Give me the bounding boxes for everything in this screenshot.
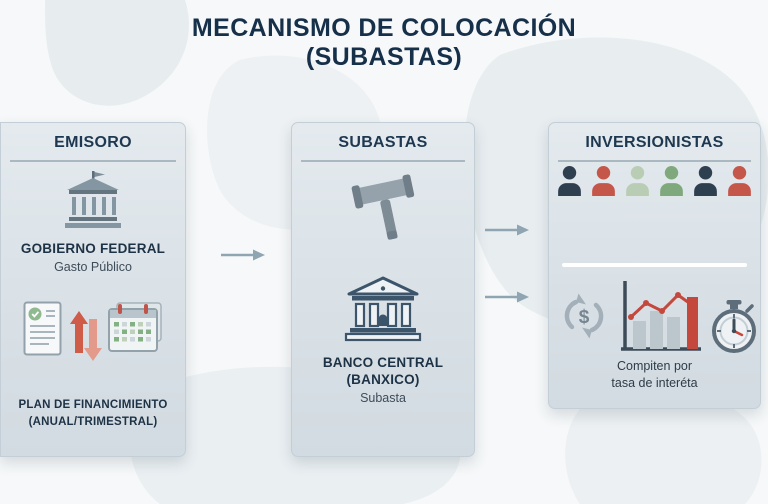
caption-line1: Compiten por (616, 359, 693, 373)
dollar-symbol: $ (579, 307, 590, 328)
investor-icon (556, 165, 583, 196)
panel-emisor: EMISORO GOBIERNO FEDERAL Gasto Público (0, 122, 186, 457)
banxico-label: (BANXICO) (346, 372, 420, 387)
arrow-subastas-to-inversionistas-bottom (484, 290, 530, 304)
panel-emisor-header: EMISORO (54, 134, 132, 151)
bar-chart-icon (611, 275, 707, 359)
panel-subastas-header: SUBASTAS (338, 134, 428, 151)
panel-emisor-divider (10, 160, 176, 162)
title-line2: (SUBASTAS) (305, 42, 463, 71)
document-icon (23, 301, 65, 357)
panel-inversionistas-header: INVERSIONISTAS (585, 134, 724, 151)
government-building-icon (59, 171, 127, 231)
calendar-icon (107, 301, 165, 353)
investor-icons-row (549, 165, 760, 196)
panel-subastas-divider (301, 160, 465, 162)
gasto-publico-label: Gasto Público (54, 260, 132, 274)
panel-subastas: SUBASTAS (291, 122, 475, 457)
investor-icon (590, 165, 617, 196)
title-line1: MECANISMO DE COLOCACIÓN (191, 14, 577, 42)
gobierno-federal-label: GOBIERNO FEDERAL (20, 241, 166, 256)
investor-icon (624, 165, 651, 196)
plan-financiamiento-label: PLAN DE FINANCIMIENTO (18, 399, 168, 411)
arrow-subastas-to-inversionistas-top (484, 223, 530, 237)
stopwatch-icon (709, 299, 759, 355)
money-cycle-icon: $ (559, 291, 609, 341)
plan-periodicity-label: (ANUAL/TRIMESTRAL) (28, 416, 158, 428)
arrow-emisor-to-subastas (220, 248, 266, 262)
gavel-icon (338, 168, 428, 248)
up-down-arrows-icon (69, 305, 103, 367)
investor-icon (692, 165, 719, 196)
panel-inversionistas-divider (558, 160, 751, 162)
subasta-label: Subasta (360, 391, 406, 405)
caption-line2: tasa de interéta (611, 376, 698, 390)
panel-inversionistas: INVERSIONISTAS $ (548, 122, 761, 409)
white-divider (562, 263, 747, 267)
investor-icon (726, 165, 753, 196)
investor-icon (658, 165, 685, 196)
bank-building-icon (339, 275, 427, 343)
page-title: MECANISMO DE COLOCACIÓN (SUBASTAS) (0, 14, 768, 71)
banco-central-label: BANCO CENTRAL (322, 355, 444, 370)
